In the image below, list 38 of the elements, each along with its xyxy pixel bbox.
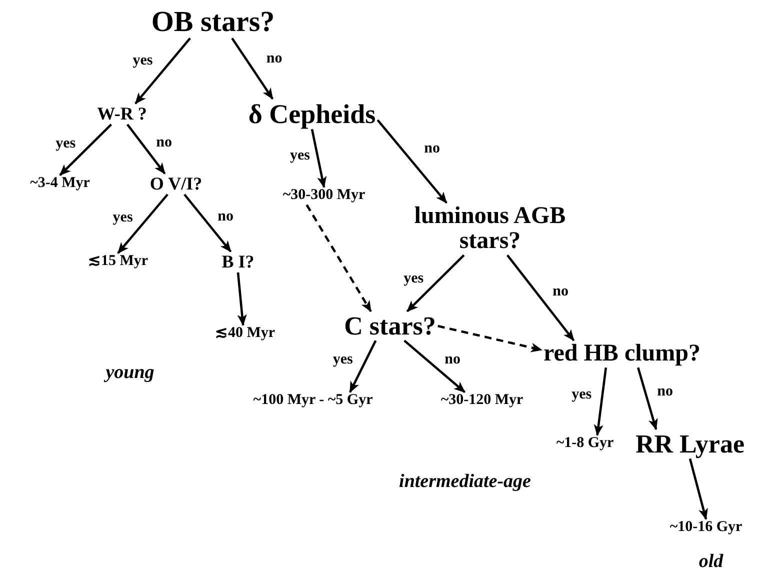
- arrow: [184, 194, 232, 252]
- decision-text: ~3-4 Myr: [28, 175, 92, 193]
- decision-text: ~10-16 Gyr: [668, 519, 744, 537]
- arrow: [306, 204, 372, 312]
- age-group-label: old: [698, 551, 724, 573]
- decision-text: ~30-120 Myr: [438, 392, 526, 410]
- decision-text: OB stars?: [149, 6, 277, 38]
- age-group-label: young: [106, 362, 154, 384]
- decision-text: red HB clump?: [542, 340, 702, 368]
- arrow: [134, 37, 191, 104]
- arrow: [231, 38, 274, 100]
- decision-text: RR Lyrae: [633, 429, 747, 459]
- decision-text: O V/I?: [148, 174, 204, 194]
- arrow: [688, 458, 708, 520]
- decision-text: ≲40 Myr: [212, 325, 278, 343]
- arrow: [310, 128, 327, 188]
- decision-text: ~30-300 Myr: [280, 187, 368, 205]
- arrow: [506, 254, 575, 342]
- arrow: [349, 340, 377, 393]
- arrow: [636, 367, 658, 430]
- age-group-label: intermediate-age: [399, 471, 531, 493]
- decision-text: ~100 Myr - ~5 Gyr: [251, 392, 375, 410]
- arrow: [438, 324, 542, 352]
- arrow: [126, 124, 166, 174]
- arrow: [376, 119, 448, 204]
- decision-text: ~1-8 Gyr: [554, 435, 616, 453]
- arrow: [594, 367, 608, 436]
- decision-text: δ Cepheids: [246, 98, 378, 130]
- decision-text: luminous AGB stars?: [403, 202, 577, 256]
- decision-text: C stars?: [342, 311, 438, 341]
- decision-text: W-R ?: [95, 104, 149, 124]
- arrow: [59, 124, 112, 176]
- decision-text: B I?: [220, 252, 256, 272]
- arrow: [236, 272, 247, 326]
- decision-text: ≲15 Myr: [86, 253, 150, 271]
- arrow: [117, 194, 168, 254]
- arrow: [406, 254, 465, 312]
- arrow: [404, 340, 466, 393]
